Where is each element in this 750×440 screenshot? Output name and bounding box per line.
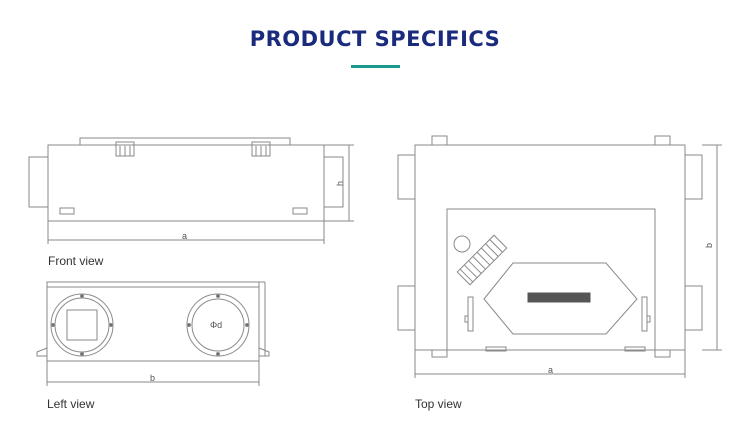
top-filter-slot [456,234,508,286]
top-heat-exchanger [483,262,638,335]
page-title: PRODUCT SPECIFICS [249,27,501,51]
front-view-drawing [28,137,354,244]
top-latch-left [467,296,474,332]
top-bracket-tr [654,135,671,146]
left-view-drawing [36,281,270,386]
top-access-panel [446,208,656,351]
top-latch-right [641,296,648,332]
left-body [46,286,260,362]
top-view-drawing [397,135,722,378]
top-view-label: Top view [415,397,462,411]
front-body [47,144,325,222]
top-duct-left-2 [397,285,416,331]
left-duct-square [50,293,114,357]
front-bracket-right [251,141,271,157]
left-duct-label: Φd [210,320,222,330]
front-duct-left [28,156,49,208]
front-foot-left [59,207,75,215]
front-dim-a: a [182,231,187,241]
top-dim-a: a [548,365,553,375]
front-duct-right [323,156,344,208]
top-body [414,144,686,351]
front-bracket-left [115,141,135,157]
left-dim-b: b [150,373,155,383]
top-core-bar [527,292,591,303]
title-underline [351,65,400,68]
top-bracket-tl [431,135,448,146]
top-round-port [453,235,471,253]
front-view-label: Front view [48,254,104,268]
front-foot-right [292,207,308,215]
left-duct-round [186,293,250,357]
top-duct-right-2 [684,285,703,331]
top-duct-left-1 [397,154,416,200]
top-duct-right-1 [684,154,703,200]
top-bracket-bl [431,349,448,358]
top-bracket-br [654,349,671,358]
top-dim-b: b [704,243,714,248]
front-dim-h: h [335,181,345,186]
left-view-label: Left view [47,397,95,411]
